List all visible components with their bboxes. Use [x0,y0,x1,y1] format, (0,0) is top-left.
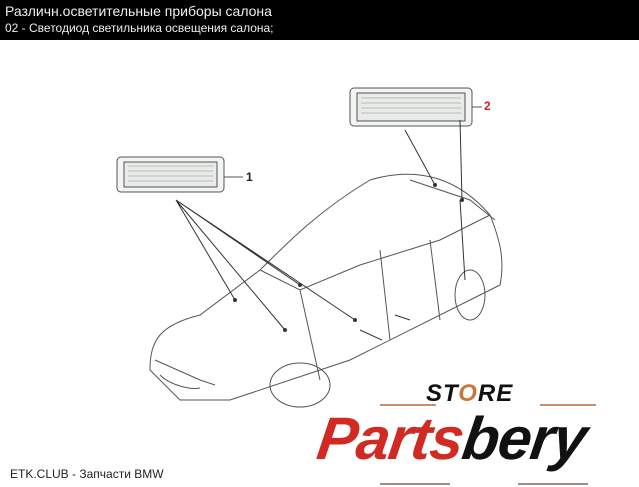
lamp-part-2[interactable] [349,87,473,127]
lamp-part-1[interactable] [116,156,225,193]
logo-brand-red: Parts [313,405,468,472]
logo-brand-black: bery [458,405,591,472]
header-bar: Различн.осветительные приборы салона 02 … [0,0,639,40]
logo-store-text: STORE [426,380,514,407]
part-subtitle: 02 - Светодиод светильника освещения сал… [5,21,274,35]
callout-2: 2 [484,99,491,113]
page-title: Различн.осветительные приборы салона [5,3,272,19]
partsbery-logo: STORE Partsbery [313,378,628,485]
callout-1: 1 [246,170,253,184]
footer-text: ETK.CLUB - Запчасти BMW [10,467,164,481]
car-diagram [116,87,503,408]
